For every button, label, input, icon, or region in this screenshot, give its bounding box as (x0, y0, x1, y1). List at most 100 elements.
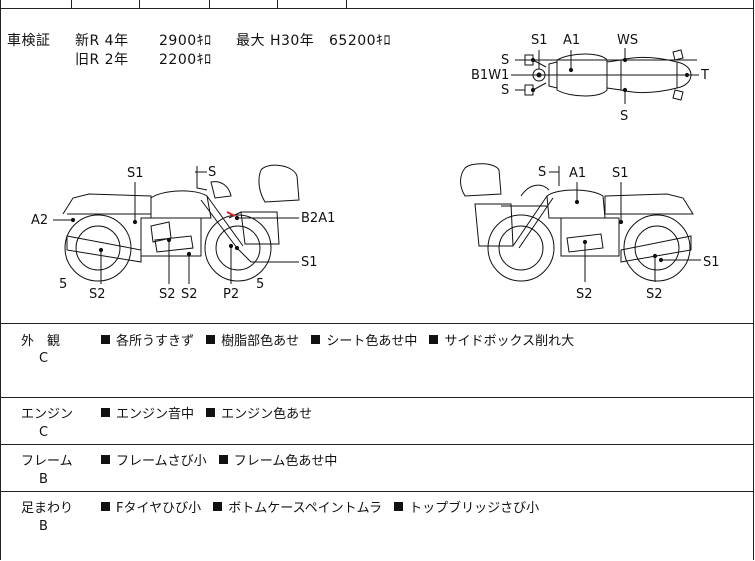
condition-item: Fタイヤひび小 (116, 501, 202, 516)
section-divider (1, 444, 753, 445)
new-distance: 2900ｷﾛ (159, 33, 212, 49)
damage-dot (658, 257, 664, 263)
strip-divider (209, 0, 210, 8)
section-label: 外 観 (21, 334, 61, 349)
section-divider (1, 323, 753, 324)
label-left-a2: A2 (31, 213, 48, 228)
right-view-fork (518, 197, 554, 249)
condition-item: 各所うすきず (116, 334, 195, 349)
bullet-square (213, 502, 223, 511)
strip-divider (277, 0, 278, 8)
left-view-seat (62, 193, 152, 215)
right-side-view-diagram: S A1 S1 S1 S2 S2 (460, 163, 720, 302)
damage-dot (98, 247, 104, 253)
section-items: フレームさび小 フレーム色あせ中 (101, 450, 345, 469)
bullet-square (311, 335, 321, 344)
label-left-b2a1: B2A1 (301, 211, 335, 226)
bullet-square (101, 502, 110, 511)
damage-dot (70, 217, 76, 223)
damage-dot (574, 199, 580, 205)
section-divider (1, 491, 753, 492)
label-left-s2-c: S2 (181, 287, 198, 302)
label-left-s2-a: S2 (89, 287, 106, 302)
label-left-s2-b: S2 (159, 287, 176, 302)
condition-item: 樹脂部色あせ (221, 334, 300, 349)
damage-dot (622, 87, 628, 93)
label-top-b1w1: B1W1 (471, 68, 509, 83)
top-view-frame-mid (606, 59, 622, 91)
left-side-view-diagram: S S1 A2 B2A1 S1 5 S2 S2 S2 P2 5 (31, 164, 335, 302)
label-right-s1-right: S1 (703, 255, 720, 270)
top-view-mirror (524, 84, 534, 96)
left-view-front-tire (204, 214, 272, 282)
right-view-front-rim (498, 225, 544, 271)
damage-dot (530, 57, 536, 63)
label-left-s1: S1 (127, 166, 144, 181)
condition-item: サイドボックス削れ大 (444, 334, 575, 349)
bullet-square (206, 408, 216, 417)
damage-dot (622, 57, 628, 63)
label-left-p2: P2 (223, 287, 239, 302)
strip-divider (139, 0, 140, 8)
top-view-front-fork (548, 61, 558, 89)
old-reading: 旧R 2年 (75, 52, 129, 68)
label-right-s1: S1 (612, 166, 629, 181)
top-view-seat (620, 56, 678, 94)
section-grade: C (39, 351, 49, 366)
damage-mark-red (226, 211, 236, 217)
label-top-t: T (700, 68, 709, 83)
section-grade: C (39, 425, 49, 440)
left-view-fuel-tank (150, 190, 212, 219)
label-top-ws: WS (617, 33, 638, 48)
left-view-rear-rim (75, 225, 121, 271)
top-table-strip (1, 0, 753, 9)
label-left-s: S (208, 165, 216, 180)
bullet-square (101, 455, 110, 464)
inspection-label: 車検証 (7, 33, 51, 49)
left-view-engine-case (154, 235, 194, 253)
label-top-a1: A1 (563, 33, 580, 48)
top-view-rear-signal (672, 89, 684, 101)
handlebar-line (532, 82, 547, 91)
leader-left-s1-right (236, 247, 252, 263)
section-label: フレーム (21, 454, 73, 469)
label-top-s: S (501, 53, 509, 68)
right-view-seat (604, 193, 694, 215)
left-view-top-box (258, 164, 300, 203)
top-view-headlight (532, 68, 546, 82)
damage-dot (234, 215, 240, 221)
condition-item: シート色あせ中 (326, 334, 418, 349)
label-right-a1: A1 (569, 166, 586, 181)
section-items: Fタイヤひび小 ボトムケースペイントムラ トップブリッジさび小 (101, 497, 547, 516)
right-view-exhaust (620, 235, 692, 263)
condition-item: エンジン音中 (116, 407, 195, 422)
handlebar-line (532, 59, 547, 68)
damage-dot (582, 239, 588, 245)
damage-dot (652, 253, 658, 259)
section-divider (1, 397, 753, 398)
top-view-headlight-dot (536, 72, 542, 78)
right-view-side-box (474, 203, 514, 247)
bullet-square (394, 502, 404, 511)
right-view-fork (512, 195, 548, 247)
label-top-s-bottom: S (620, 109, 628, 124)
section-grade: B (39, 472, 48, 487)
strip-divider (71, 0, 72, 8)
left-view-fork (200, 199, 238, 249)
section-label: 足まわり (21, 501, 74, 516)
section-grade: B (39, 519, 48, 534)
left-view-engine (140, 217, 202, 257)
damage-dot (618, 219, 624, 225)
top-view-mirror (524, 54, 534, 66)
left-view-headlight-cowl (210, 181, 232, 199)
top-view-rear-signal (672, 49, 684, 61)
damage-dot (568, 67, 574, 73)
condition-item: エンジン色あせ (221, 407, 313, 422)
condition-item: フレームさび小 (116, 454, 207, 469)
right-view-rear-rim (634, 225, 680, 271)
label-top-s1: S1 (531, 33, 548, 48)
label-top-s-bottom-left: S (501, 83, 509, 98)
left-view-front-rim (215, 225, 261, 271)
right-view-headlight-cowl (520, 184, 550, 197)
